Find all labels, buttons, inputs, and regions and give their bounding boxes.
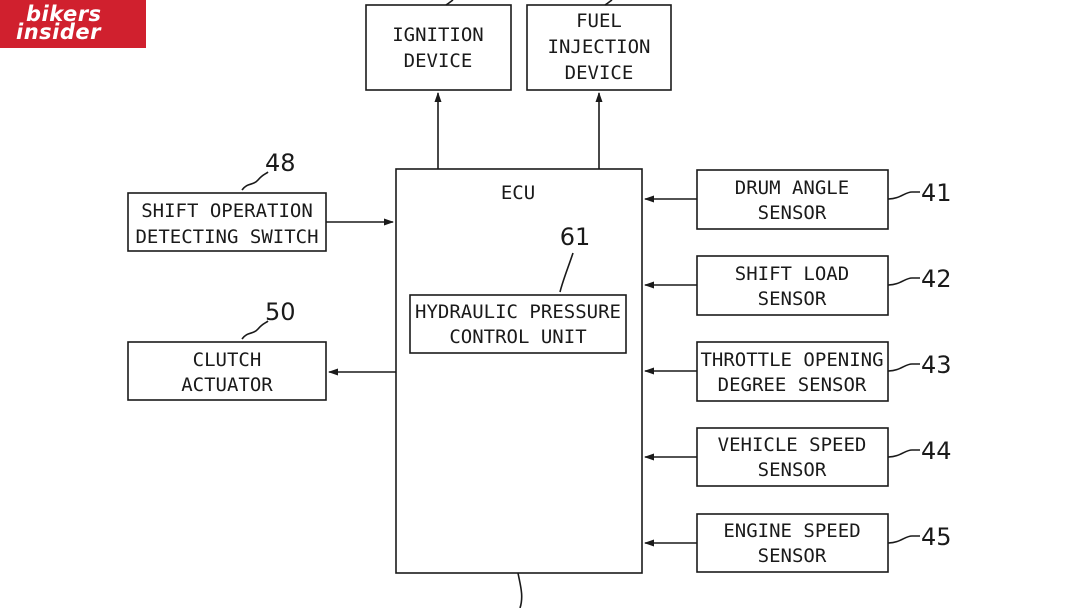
ref-48-leader bbox=[241, 171, 269, 191]
vehicle-speed-label-2: SENSOR bbox=[758, 459, 827, 481]
ref-43-leader bbox=[887, 363, 920, 372]
throttle-label-2: DEGREE SENSOR bbox=[718, 374, 867, 396]
fuel-injection-label-2: INJECTION bbox=[548, 36, 651, 58]
ref-61: 61 bbox=[560, 223, 591, 251]
clutch-actuator-label-1: CLUTCH bbox=[193, 349, 262, 371]
ref-43: 43 bbox=[921, 351, 952, 379]
fuel-ref-leader bbox=[604, 0, 613, 6]
drum-angle-label-1: DRUM ANGLE bbox=[735, 177, 849, 199]
drum-angle-label-2: SENSOR bbox=[758, 202, 827, 224]
clutch-actuator-label-2: ACTUATOR bbox=[181, 374, 273, 396]
ref-42-leader bbox=[887, 277, 920, 286]
ref-45: 45 bbox=[921, 523, 952, 551]
fuel-injection-device-box bbox=[526, 4, 672, 91]
fuel-injection-label-3: DEVICE bbox=[565, 62, 634, 84]
ignition-device-label-2: DEVICE bbox=[404, 50, 473, 72]
shift-switch-label-2: DETECTING SWITCH bbox=[135, 226, 318, 248]
drum-angle-sensor-box bbox=[696, 169, 889, 230]
shift-switch-box bbox=[127, 192, 327, 252]
throttle-label-1: THROTTLE OPENING bbox=[700, 349, 883, 371]
ref-42: 42 bbox=[921, 265, 952, 293]
fuel-injection-label-1: FUEL bbox=[576, 10, 622, 32]
vehicle-speed-sensor-box bbox=[696, 427, 889, 487]
ignition-ref-leader bbox=[445, 0, 454, 6]
ref-44: 44 bbox=[921, 437, 952, 465]
ref-41-leader bbox=[887, 191, 920, 200]
ref-44-leader bbox=[887, 449, 920, 458]
ref-50-leader bbox=[241, 320, 269, 340]
shift-load-sensor-box bbox=[696, 255, 889, 316]
ignition-device-label-1: IGNITION bbox=[392, 24, 484, 46]
engine-speed-label-1: ENGINE SPEED bbox=[723, 520, 860, 542]
ref-48: 48 bbox=[265, 149, 296, 177]
engine-speed-sensor-box bbox=[696, 513, 889, 573]
shift-switch-label-1: SHIFT OPERATION bbox=[141, 200, 313, 222]
ref-50: 50 bbox=[265, 298, 296, 326]
clutch-actuator-box bbox=[127, 341, 327, 401]
hydraulic-pressure-unit-box bbox=[409, 294, 627, 354]
ecu-box bbox=[395, 168, 643, 574]
ref-41: 41 bbox=[921, 179, 952, 207]
hydraulic-unit-label-1: HYDRAULIC PRESSURE bbox=[415, 301, 621, 323]
engine-speed-label-2: SENSOR bbox=[758, 545, 827, 567]
vehicle-speed-label-1: VEHICLE SPEED bbox=[718, 434, 867, 456]
ecu-label: ECU bbox=[501, 182, 535, 204]
bikersinsider-logo: bikers insider bbox=[0, 0, 146, 48]
ref-45-leader bbox=[887, 535, 920, 544]
shift-load-label-1: SHIFT LOAD bbox=[735, 263, 849, 285]
hydraulic-unit-label-2: CONTROL UNIT bbox=[449, 326, 586, 348]
ignition-device-box bbox=[365, 4, 512, 91]
ecu-bottom-leader bbox=[517, 572, 523, 608]
ref-61-leader bbox=[559, 252, 574, 293]
shift-load-label-2: SENSOR bbox=[758, 288, 827, 310]
logo-line-2: insider bbox=[16, 20, 101, 44]
logo-line-1: bikers bbox=[26, 2, 102, 26]
